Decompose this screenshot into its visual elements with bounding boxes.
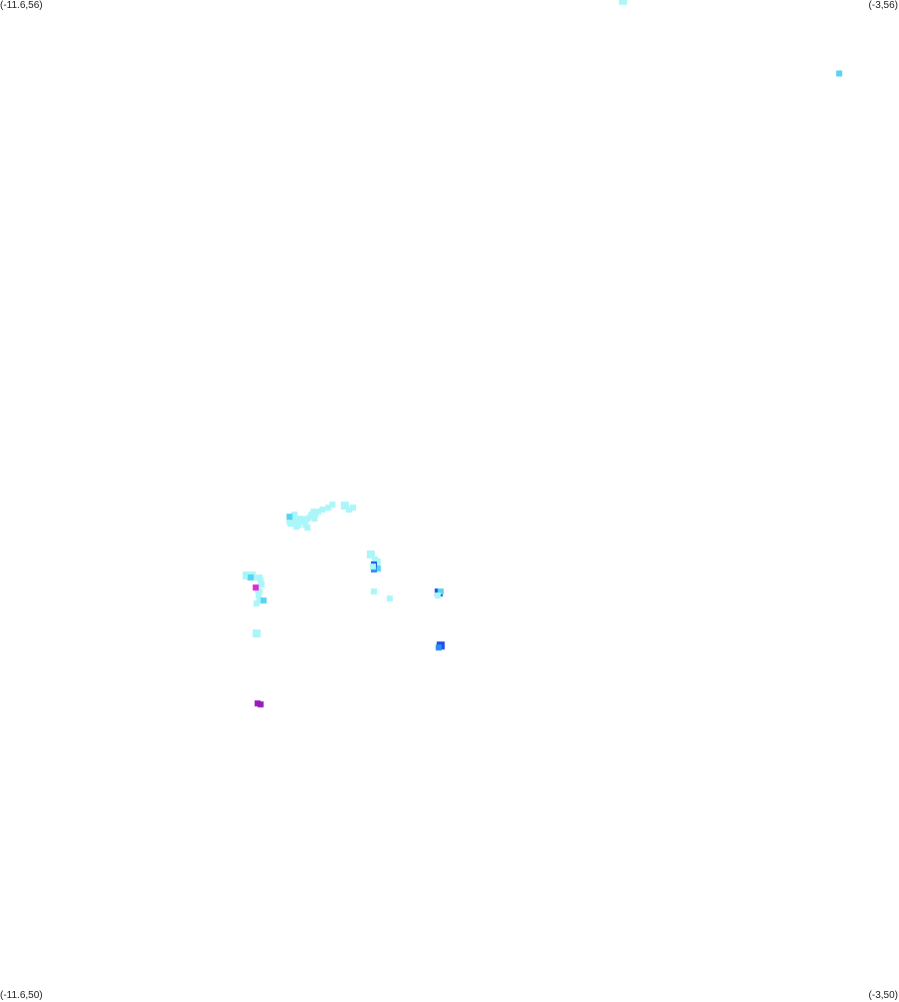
map-point-pale-cyan <box>319 506 326 513</box>
map-point-pale-cyan <box>346 506 352 513</box>
map-point-pale-cyan <box>295 516 302 523</box>
map-point-pale-cyan <box>349 504 356 511</box>
map-point-blue <box>435 644 442 651</box>
map-point-pale-cyan <box>369 563 376 570</box>
map-point-pale-cyan <box>325 504 332 511</box>
map-point-pale-cyan <box>255 592 262 599</box>
map-point-pale-cyan <box>258 581 265 588</box>
map-point-pale-cyan <box>256 588 263 595</box>
corner-label-bottom-right: (-3,50) <box>868 990 898 1001</box>
map-point-pale-cyan <box>252 629 261 638</box>
map-point-pale-cyan <box>340 501 349 510</box>
map-point-pale-cyan <box>329 501 336 508</box>
map-point-pale-cyan <box>366 550 375 559</box>
map-point-pale-cyan <box>619 0 626 4</box>
map-point-sky-cyan <box>260 597 267 604</box>
map-point-pale-cyan <box>370 588 377 595</box>
map-point-pale-cyan <box>304 524 311 531</box>
map-point-pale-cyan <box>291 511 298 518</box>
map-point-pale-cyan <box>386 595 393 602</box>
map-point-pale-cyan <box>293 523 300 530</box>
map-point-pale-cyan <box>253 600 260 607</box>
map-point-sky-cyan <box>286 513 293 520</box>
map-point-pale-cyan <box>256 574 263 581</box>
map-point-sky-cyan <box>836 70 843 77</box>
map-point-sky-cyan <box>374 565 381 572</box>
corner-label-top-left: (-11.6,56) <box>0 0 43 11</box>
map-point-pale-cyan <box>310 508 317 515</box>
map-point-purple <box>257 701 264 708</box>
map-point-magenta <box>252 584 259 591</box>
map-point-sky-cyan <box>437 588 444 595</box>
map-point-pale-cyan <box>311 515 318 522</box>
map-point-sky-cyan <box>247 574 254 581</box>
map-point-pale-cyan <box>434 592 441 599</box>
map-point-pale-cyan <box>374 558 381 565</box>
corner-label-top-right: (-3,56) <box>868 0 898 11</box>
map-point-pale-cyan <box>286 518 293 525</box>
corner-label-bottom-left: (-11.6,50) <box>0 990 43 1001</box>
